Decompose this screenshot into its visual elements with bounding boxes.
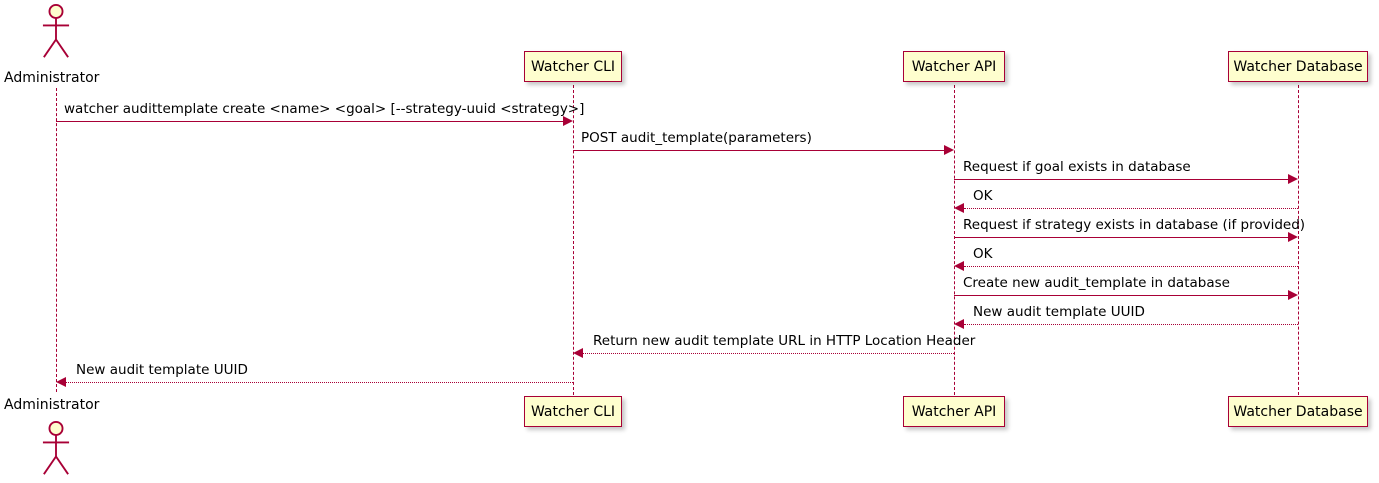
lifeline-watcher-database bbox=[1298, 85, 1299, 395]
message-label-0: watcher audittemplate create <name> <goa… bbox=[64, 101, 585, 117]
participant-box-watcher-database-top[interactable]: Watcher Database bbox=[1228, 51, 1368, 82]
message-line-1 bbox=[573, 150, 944, 151]
message-label-4: Request if strategy exists in database (… bbox=[963, 217, 1306, 233]
message-arrowhead-3 bbox=[954, 203, 964, 213]
message-arrowhead-6 bbox=[1288, 290, 1298, 300]
message-arrowhead-0 bbox=[563, 116, 573, 126]
lifeline-watcher-api bbox=[954, 85, 955, 395]
message-line-4 bbox=[954, 237, 1288, 238]
message-line-0 bbox=[56, 121, 565, 122]
message-label-5: OK bbox=[973, 246, 993, 262]
actor-administrator-top-label: Administrator bbox=[4, 70, 100, 86]
message-label-2: Request if goal exists in database bbox=[963, 159, 1191, 175]
message-line-6 bbox=[954, 295, 1288, 296]
message-line-5 bbox=[964, 266, 1298, 267]
message-label-1: POST audit_template(parameters) bbox=[581, 130, 812, 146]
message-line-8 bbox=[583, 353, 954, 354]
message-label-7: New audit template UUID bbox=[973, 304, 1145, 320]
actor-administrator-bottom-label: Administrator bbox=[4, 397, 100, 413]
message-line-7 bbox=[964, 324, 1298, 325]
message-label-3: OK bbox=[973, 188, 993, 204]
participant-box-watcher-api-bottom[interactable]: Watcher API bbox=[903, 396, 1005, 427]
message-label-9: New audit template UUID bbox=[76, 362, 248, 378]
message-arrowhead-5 bbox=[954, 261, 964, 271]
message-line-3 bbox=[964, 208, 1298, 209]
participant-box-watcher-database-bottom[interactable]: Watcher Database bbox=[1228, 396, 1368, 427]
actor-administrator-bottom-icon bbox=[42, 421, 70, 475]
message-arrowhead-1 bbox=[944, 145, 954, 155]
message-label-6: Create new audit_template in database bbox=[963, 275, 1230, 291]
actor-administrator-top-icon bbox=[42, 4, 70, 58]
participant-box-watcher-cli-bottom[interactable]: Watcher CLI bbox=[524, 396, 622, 427]
message-line-2 bbox=[954, 179, 1288, 180]
message-arrowhead-8 bbox=[573, 348, 583, 358]
message-arrowhead-7 bbox=[954, 319, 964, 329]
lifeline-watcher-cli bbox=[573, 85, 574, 395]
lifeline-administrator bbox=[56, 88, 57, 392]
participant-box-watcher-cli-top[interactable]: Watcher CLI bbox=[524, 51, 622, 82]
message-arrowhead-9 bbox=[56, 377, 66, 387]
message-arrowhead-2 bbox=[1288, 174, 1298, 184]
participant-box-watcher-api-top[interactable]: Watcher API bbox=[903, 51, 1005, 82]
message-label-8: Return new audit template URL in HTTP Lo… bbox=[593, 333, 976, 349]
message-arrowhead-4 bbox=[1288, 232, 1298, 242]
message-line-9 bbox=[66, 382, 573, 383]
